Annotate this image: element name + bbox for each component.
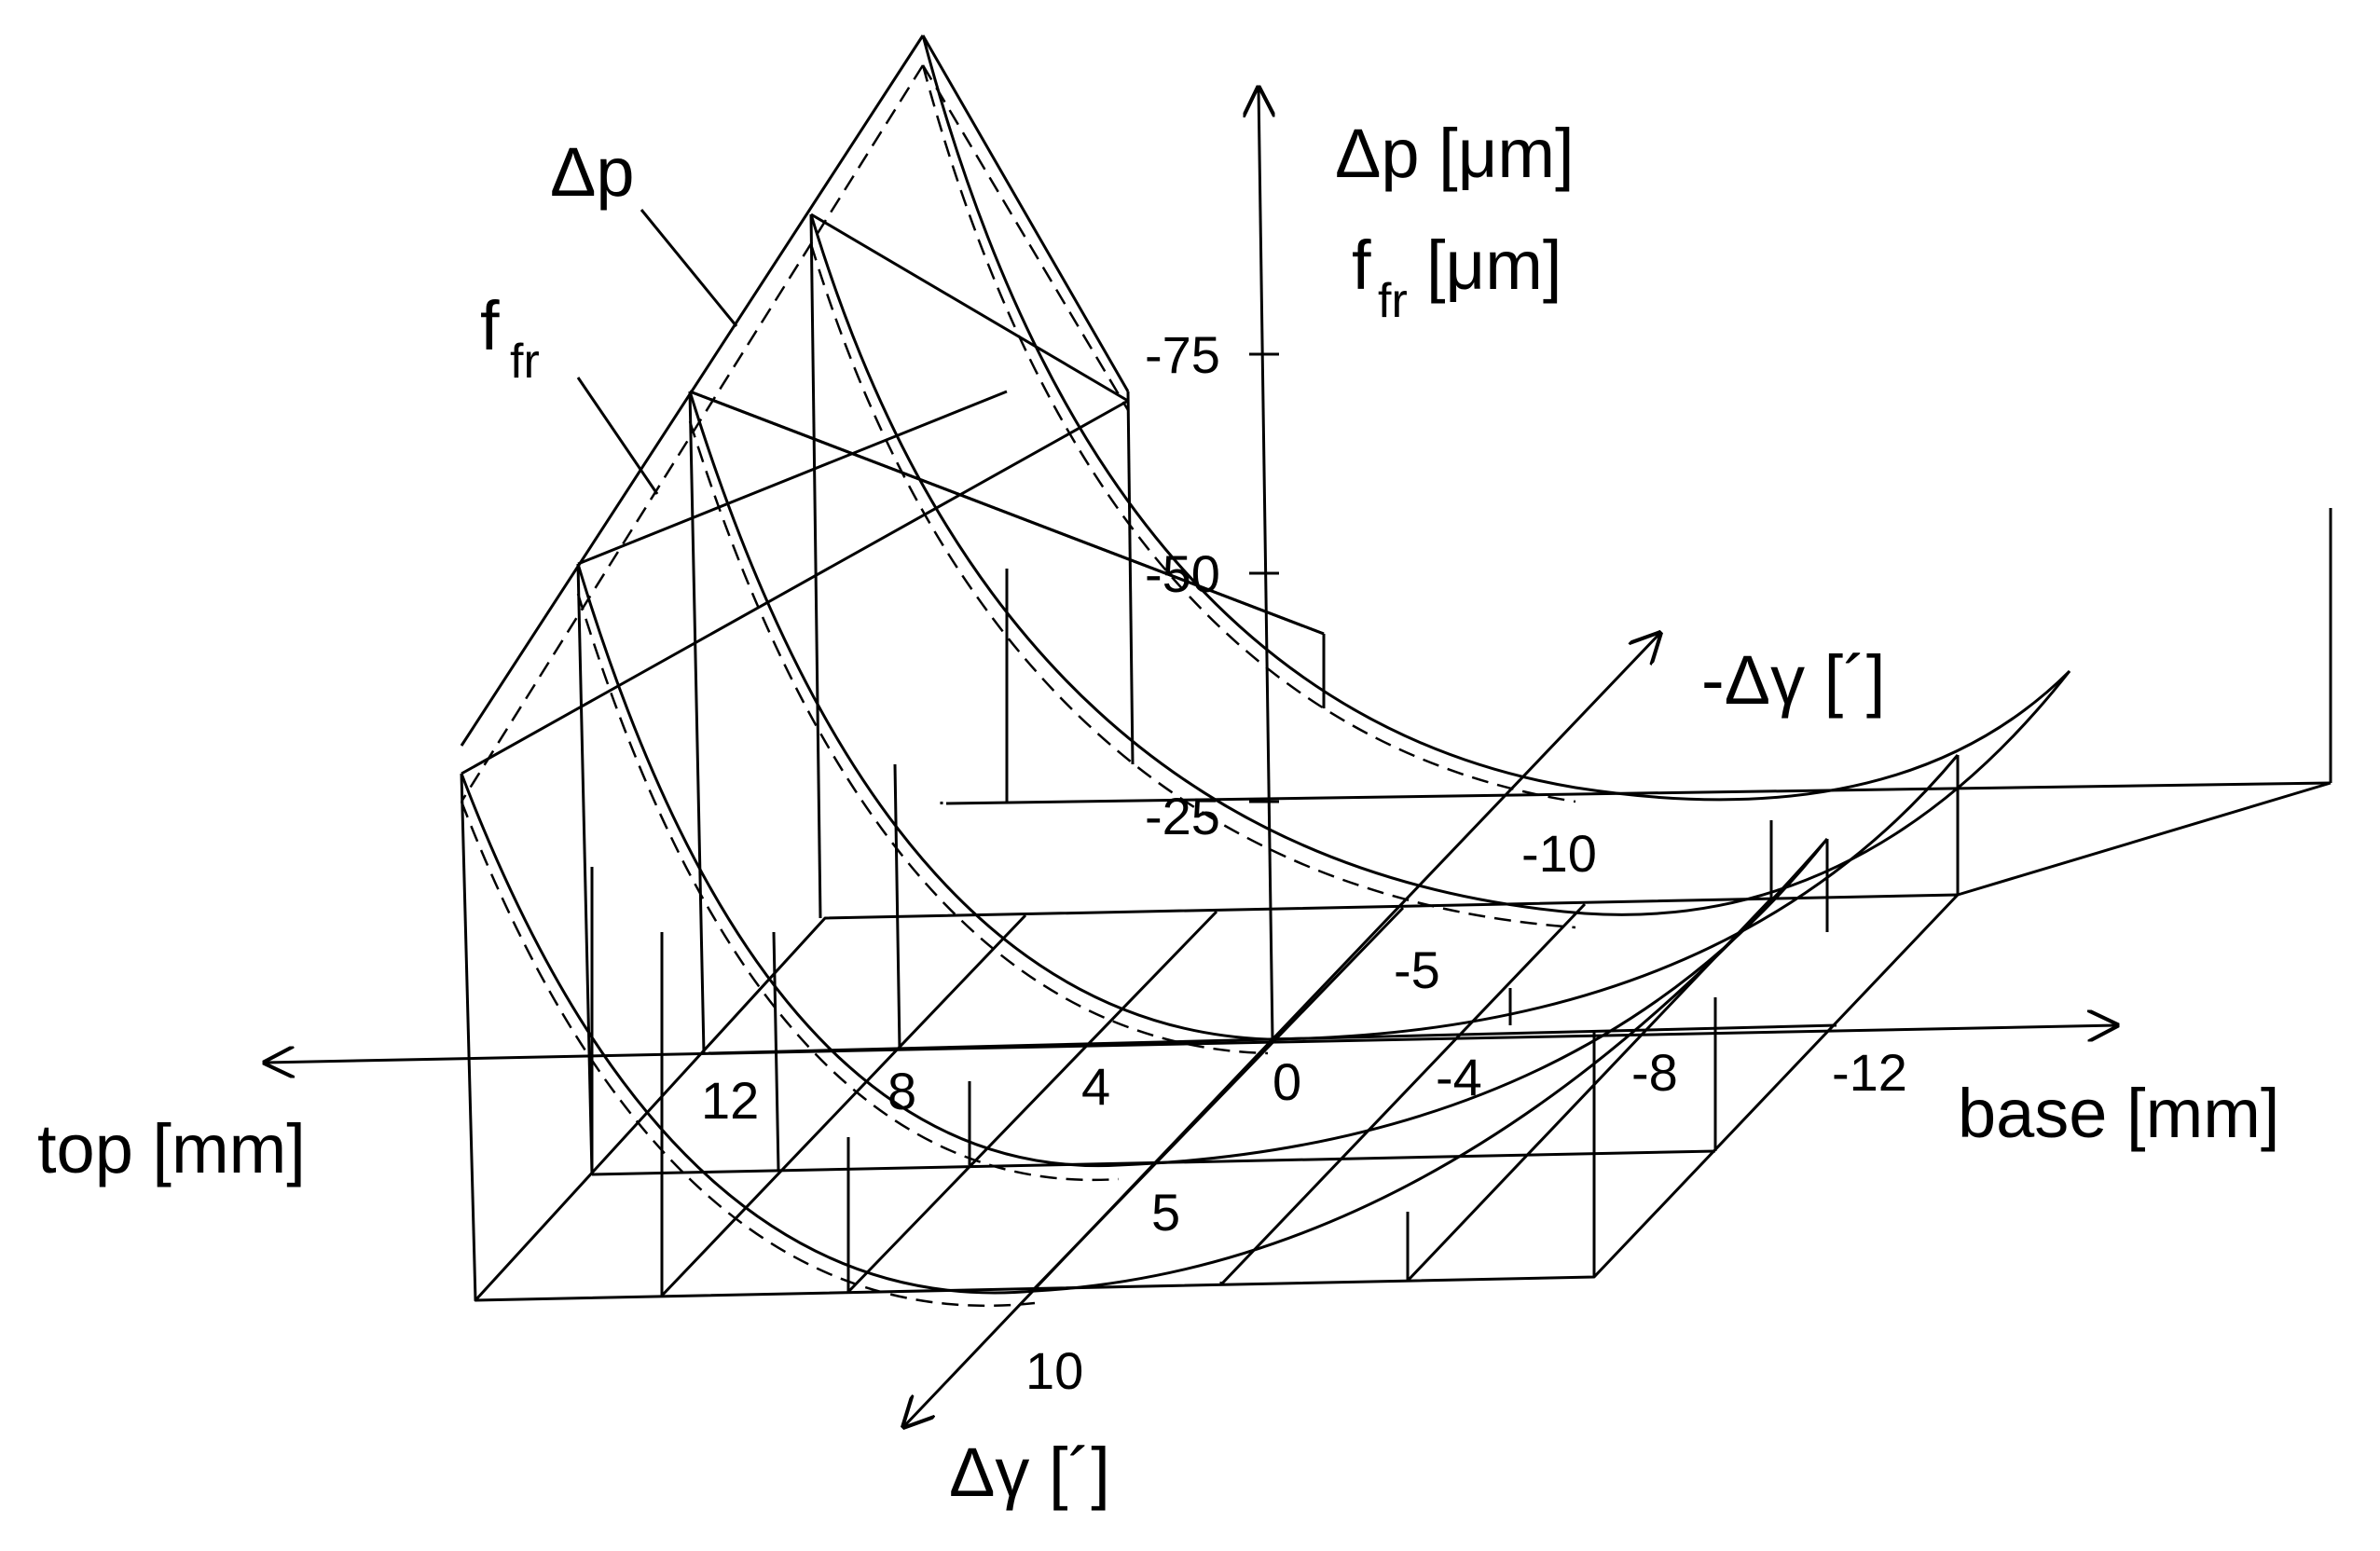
ffr-ridge	[460, 64, 925, 803]
ffr-curve-label-main: f	[480, 287, 500, 364]
tick-label-gamma: -10	[1521, 824, 1597, 883]
floor-line	[846, 910, 1218, 1294]
ffr-curve	[576, 593, 1120, 1182]
box-edge	[460, 773, 477, 1301]
vertical-axis-label-ffr-unit: [μm]	[1426, 226, 1561, 304]
vertical-axis-label-ffr-sub: fr	[1378, 274, 1408, 328]
tick-label-v: -50	[1145, 544, 1220, 603]
gamma-front-arrow	[904, 1037, 1274, 1426]
drop-line	[809, 213, 822, 919]
dp-curve	[460, 773, 1829, 1295]
tick-label-v: -25	[1145, 787, 1220, 845]
dp-edge	[810, 213, 1129, 403]
vertical-axis-label-ffr-main: f	[1352, 226, 1371, 304]
ffr-label-pointer	[576, 377, 659, 495]
gamma-back-arrow	[1271, 634, 1659, 1041]
vertical-axis-label-dp: Δp [μm]	[1335, 115, 1575, 192]
floor-line	[660, 913, 1027, 1297]
tick-label-gamma: 5	[1151, 1183, 1180, 1242]
dp-curve	[576, 563, 1829, 1168]
ffr-curve	[809, 243, 1576, 929]
drop-line	[576, 563, 594, 1175]
tick-label-h: 12	[701, 1071, 759, 1130]
tick-label-gamma: -5	[1394, 940, 1440, 999]
tick-label-h: -8	[1631, 1043, 1678, 1102]
axis-title-top: top [mm]	[37, 1110, 306, 1187]
axis-title-gamma-front: Δγ [´]	[949, 1434, 1110, 1511]
drop-line	[1126, 391, 1135, 765]
base-axis-arrow	[1276, 1025, 2116, 1044]
dp-curve-label: Δp	[550, 133, 635, 211]
tick-label-h: -4	[1436, 1048, 1482, 1106]
dp-label-pointer	[640, 209, 738, 327]
ffr-edge	[921, 64, 1130, 411]
ffr-curve	[921, 64, 1576, 803]
dp-edge	[461, 399, 1129, 776]
floor-line	[1219, 902, 1587, 1286]
dp-edge	[577, 390, 1008, 566]
tick-label-h: 4	[1081, 1057, 1110, 1116]
top-axis-arrow	[266, 1040, 1278, 1063]
drop-line	[893, 763, 901, 1050]
tick-label-h: 8	[887, 1062, 916, 1120]
dp-curve	[921, 34, 2071, 802]
tick-label-gamma: 10	[1025, 1341, 1083, 1400]
tick-label-h: 0	[1273, 1052, 1301, 1111]
axis-title-base: base [mm]	[1958, 1075, 2279, 1152]
vertical-axis	[1259, 89, 1273, 1040]
tick-label-h: -12	[1832, 1043, 1907, 1102]
axis-title-gamma-back: -Δγ [´]	[1701, 641, 1885, 719]
ffr-curve	[688, 420, 1269, 1055]
dp-curve	[688, 391, 1960, 1041]
ffr-curve-label-sub: fr	[510, 335, 540, 389]
box-edge	[1957, 781, 2332, 897]
dp-curve	[809, 213, 2071, 916]
ffr-curve	[460, 801, 1036, 1308]
tick-label-v: -75	[1145, 325, 1220, 384]
dp-edge	[921, 34, 1130, 392]
dp-edge	[689, 390, 1325, 636]
dp-ridge	[460, 34, 925, 747]
drop-line	[688, 391, 706, 1054]
floor-line	[945, 781, 2332, 805]
